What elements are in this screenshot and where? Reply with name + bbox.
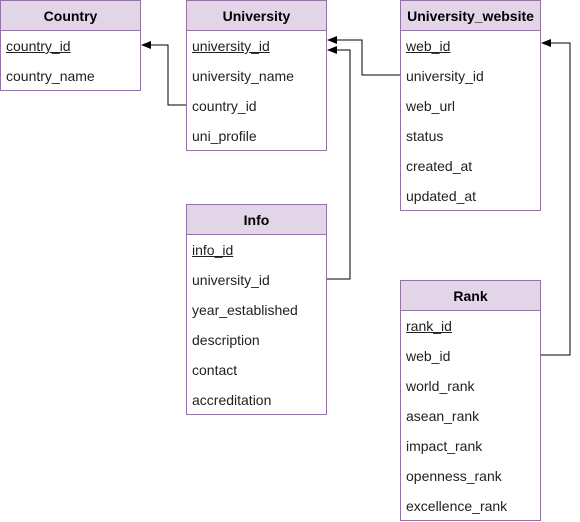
entity-country[interactable]: Country country_id country_name: [0, 0, 141, 91]
field-info-id: info_id: [192, 242, 234, 258]
edge-rank-website: [541, 39, 571, 356]
edge-university-country: [141, 41, 186, 106]
entity-title: Rank: [401, 281, 540, 311]
field-contact: contact: [192, 362, 238, 378]
field-university-id: university_id: [192, 272, 270, 288]
field-rank-id: rank_id: [406, 318, 452, 334]
entity-title: University: [187, 1, 326, 31]
entity-info[interactable]: Info info_id university_id year_establis…: [186, 204, 327, 415]
field-year-established: year_established: [192, 302, 298, 318]
entity-title: Info: [187, 205, 326, 235]
entity-title: Country: [1, 1, 140, 31]
entity-university[interactable]: University university_id university_name…: [186, 0, 327, 151]
field-web-url: web_url: [406, 98, 456, 114]
field-country-id: country_id: [192, 98, 257, 114]
entity-rank[interactable]: Rank rank_id web_id world_rank asean_ran…: [400, 280, 541, 521]
field-university-name: university_name: [192, 68, 294, 84]
field-world-rank: world_rank: [406, 378, 475, 394]
field-web-id: web_id: [406, 348, 451, 364]
field-openness-rank: openness_rank: [406, 468, 502, 484]
field-country-name: country_name: [6, 68, 95, 84]
field-accreditation: accreditation: [192, 392, 272, 408]
field-excellence-rank: excellence_rank: [406, 498, 508, 514]
field-uni-profile: uni_profile: [192, 128, 257, 144]
field-country-id: country_id: [6, 38, 71, 54]
field-status: status: [406, 128, 444, 144]
field-web-id: web_id: [406, 38, 451, 54]
entity-title: University_website: [401, 1, 540, 31]
entity-university-website[interactable]: University_website web_id university_id …: [400, 0, 541, 211]
edge-info-university: [327, 46, 351, 280]
field-updated-at: updated_at: [406, 188, 477, 204]
field-asean-rank: asean_rank: [406, 408, 480, 424]
edge-website-university: [327, 36, 400, 76]
field-university-id: university_id: [192, 38, 270, 54]
field-impact-rank: impact_rank: [406, 438, 483, 454]
field-university-id: university_id: [406, 68, 484, 84]
field-created-at: created_at: [406, 158, 473, 174]
field-description: description: [192, 332, 260, 348]
